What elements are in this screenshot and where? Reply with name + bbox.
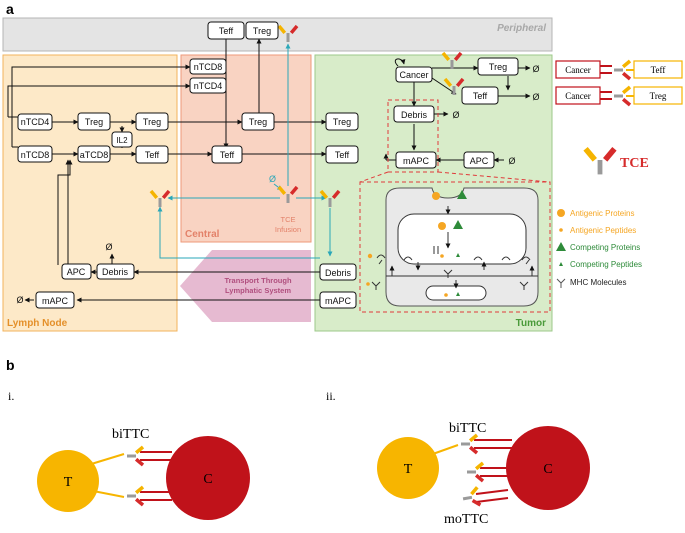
null-teff-tumor: Ø — [532, 92, 539, 102]
bittc-label-i: biTTC — [112, 427, 149, 442]
null-apc-tumor: Ø — [508, 156, 515, 166]
debris-lymph: Debris — [102, 267, 129, 277]
tce-distribution-arrows — [157, 43, 333, 259]
treg-lymph-1: Treg — [85, 117, 103, 127]
sub-i-label: i. — [8, 389, 14, 403]
peripheral-label: Peripheral — [497, 23, 546, 34]
ntcd8-central: nTCD8 — [194, 62, 223, 72]
debris-tumor: Debris — [401, 110, 428, 120]
null-treg-tumor: Ø — [532, 64, 539, 74]
null-lymph-mapc: Ø — [16, 295, 23, 305]
complex-cancer-label-1: Cancer — [565, 65, 590, 75]
tce-legend-label: TCE — [620, 156, 649, 171]
complex-cancer-label-2: Cancer — [565, 91, 590, 101]
tce-infusion-label-1: TCE — [281, 215, 296, 224]
antigenic-protein-icon — [432, 192, 440, 200]
cancer-cell-i — [166, 436, 250, 520]
mapc-tumor: mAPC — [403, 156, 430, 166]
complex-teff-label: Teff — [651, 65, 666, 75]
teff-central: Teff — [220, 150, 235, 160]
node-boxes — [17, 21, 519, 309]
ntcd4-lymph: nTCD4 — [21, 117, 50, 127]
lymph-node-compartment: Lymph Node — [2, 54, 178, 332]
diagram-i: T C biTTC — [37, 427, 250, 520]
t-cell-i — [37, 450, 99, 512]
legend-mhc-molecules: MHC Molecules — [570, 278, 626, 287]
transport-label-2: Lymphatic System — [225, 286, 291, 295]
cancer-cell-ii — [506, 426, 590, 510]
apc-lymph: APC — [67, 267, 86, 277]
teff-tumor: Teff — [473, 91, 488, 101]
lymph-node-label: Lymph Node — [7, 318, 68, 329]
ntcd8-lymph: nTCD8 — [21, 150, 50, 160]
il2-node: IL2 — [116, 136, 128, 145]
t-cell-label-i: T — [64, 475, 73, 490]
t-cell-label-ii: T — [404, 462, 413, 477]
legend-antigenic-proteins: Antigenic Proteins — [570, 209, 634, 218]
tumor-label: Tumor — [516, 318, 546, 329]
cancer-node: Cancer — [399, 70, 428, 80]
mapc-lymph: mAPC — [42, 296, 69, 306]
apc-tumor: APC — [470, 156, 489, 166]
null-lymph-debris: Ø — [105, 242, 112, 252]
teff-tumor-entry: Teff — [335, 150, 350, 160]
legend-antigenic-peptide-icon — [559, 228, 563, 232]
transport-label-1: Transport Through — [224, 276, 291, 285]
central-compartment: Central — [180, 54, 312, 243]
network-arrows — [7, 38, 531, 303]
teff-lymph: Teff — [145, 150, 160, 160]
mottc-icon-ii-1 — [467, 461, 485, 483]
panel-b-label: b — [6, 357, 15, 373]
lymphatic-transport-arrow: Transport Through Lymphatic System — [180, 250, 311, 322]
ntcd4-central: nTCD4 — [194, 81, 223, 91]
teff-peripheral: Teff — [219, 26, 234, 36]
treg-peripheral: Treg — [253, 26, 271, 36]
complex-treg-label: Treg — [650, 91, 667, 101]
competing-protein-icon — [457, 190, 467, 199]
atcd8-lymph: aTCD8 — [80, 150, 109, 160]
antigen-processing-highlight — [359, 99, 551, 313]
treg-lymph-2: Treg — [143, 117, 161, 127]
bittc-label-ii: biTTC — [449, 421, 486, 436]
bittc-icon-i-2 — [127, 485, 145, 507]
c-cell-label-ii: C — [543, 462, 552, 477]
treg-tumor: Treg — [489, 62, 507, 72]
null-tce: Ø — [269, 174, 276, 184]
legend-competing-proteins: Competing Proteins — [570, 243, 640, 252]
legend-antigenic-peptides: Antigenic Peptides — [570, 226, 636, 235]
legend-mhc-icon — [556, 278, 566, 288]
legend-competing-protein-icon — [556, 242, 566, 251]
diagram-ii: T C biTTC moTTC — [377, 421, 590, 527]
legend-competing-peptides: Competing Peptides — [570, 260, 642, 269]
debris-transport: Debris — [325, 268, 352, 278]
treg-central: Treg — [249, 117, 267, 127]
complex-cancer-teff: Cancer Teff — [555, 59, 683, 81]
mottc-label-ii: moTTC — [444, 512, 488, 527]
bittc-icon-i-1 — [127, 445, 145, 467]
bittc-icon-ii — [461, 433, 479, 455]
node-labels: Teff Treg nTCD8 nTCD4 nTCD4 Treg Treg Tr… — [16, 26, 539, 306]
mapc-transport: mAPC — [325, 296, 352, 306]
sub-ii-label: ii. — [326, 389, 336, 403]
complex-cancer-treg: Cancer Treg — [555, 85, 683, 107]
legend-competing-peptide-icon — [559, 262, 563, 266]
tce-infusion-label-2: Infusion — [275, 225, 301, 234]
c-cell-label-i: C — [203, 472, 212, 487]
null-debris-tumor: Ø — [452, 110, 459, 120]
mottc-icon-ii-2 — [461, 485, 482, 510]
central-label: Central — [185, 229, 220, 240]
apc-cell-detail — [366, 187, 539, 307]
legend: Antigenic Proteins Antigenic Peptides Co… — [556, 209, 642, 288]
panel-a-label: a — [6, 1, 14, 17]
legend-antigenic-protein-icon — [557, 209, 565, 217]
tce-legend: TCE — [583, 147, 649, 175]
treg-tumor-entry: Treg — [333, 117, 351, 127]
t-cell-ii — [377, 437, 439, 499]
